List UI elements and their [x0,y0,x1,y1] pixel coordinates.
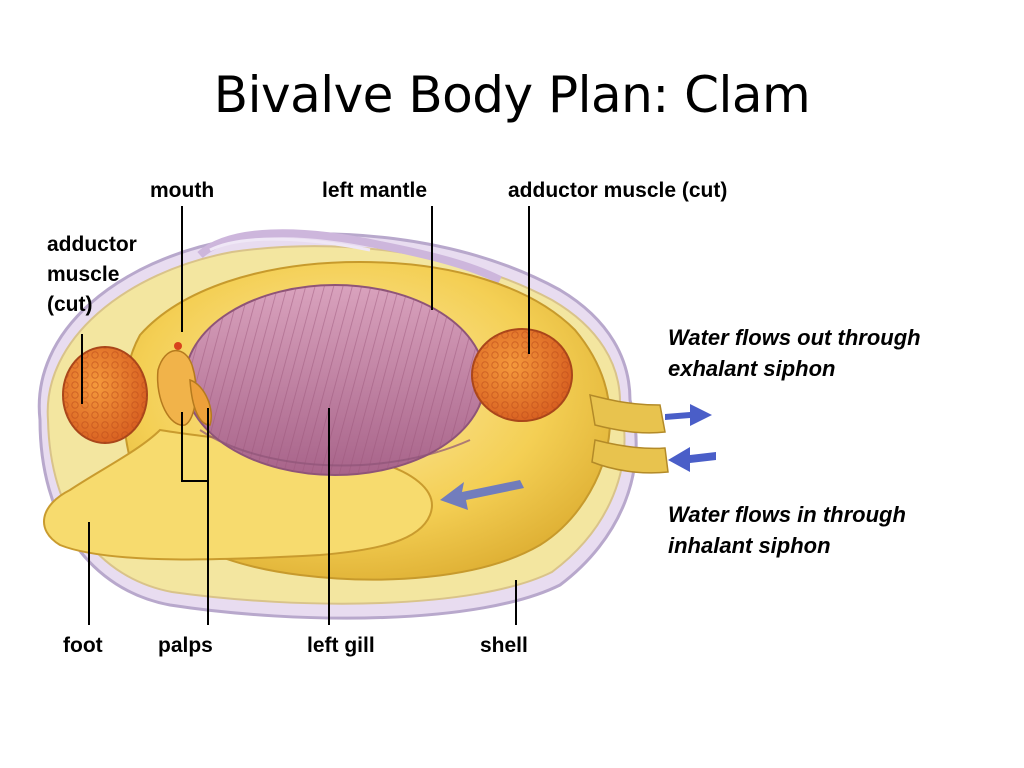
note-inhalant-1: Water flows in through [668,502,906,527]
label-left-mantle: left mantle [322,179,428,202]
mouth-leader [181,206,183,332]
label-foot: foot [63,634,103,657]
label-adductor-right: adductor muscle (cut) [508,179,728,202]
left-gill-leader [328,408,330,625]
palps-leader-h [181,480,209,482]
adductor-right-leader [528,206,530,354]
note-exhalant-2: exhalant siphon [668,356,836,381]
label-palps: palps [158,634,213,657]
adductor-left-leader [81,334,83,404]
internal-arrow [440,480,524,510]
page-title: Bivalve Body Plan: Clam [213,66,811,124]
exhalant-arrow [665,404,712,426]
label-adductor-left-2: muscle [47,263,120,286]
inhalant-arrow [668,447,716,472]
label-shell: shell [480,634,528,657]
foot-leader [88,522,90,625]
siphons [589,393,669,474]
label-adductor-left-3: (cut) [47,293,93,316]
shell-leader [515,580,517,625]
note-inhalant-2: inhalant siphon [668,533,831,558]
label-left-gill: left gill [307,634,375,657]
label-mouth: mouth [150,179,215,202]
note-exhalant-1: Water flows out through [668,325,921,350]
palps-leader-v2 [207,408,209,625]
label-adductor-left-1: adductor [47,233,137,256]
left-mantle-leader [431,206,433,310]
palps-leader-v1 [181,412,183,482]
